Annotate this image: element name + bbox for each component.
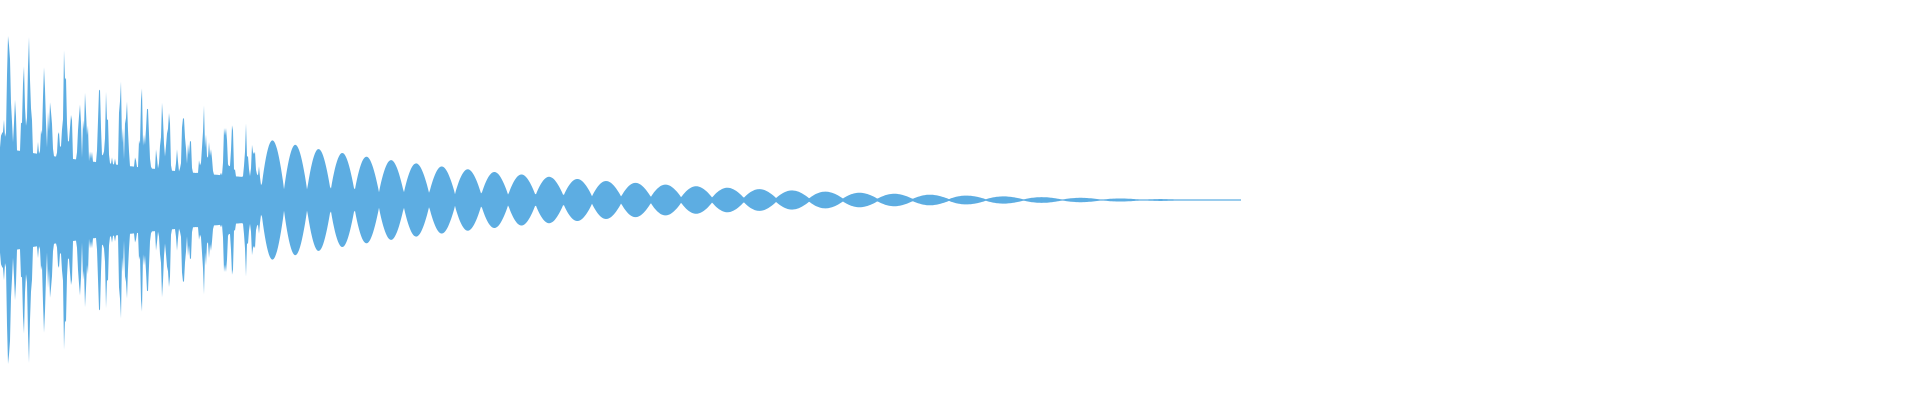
audio-waveform	[0, 36, 1241, 364]
waveform-graphic	[0, 36, 1241, 364]
